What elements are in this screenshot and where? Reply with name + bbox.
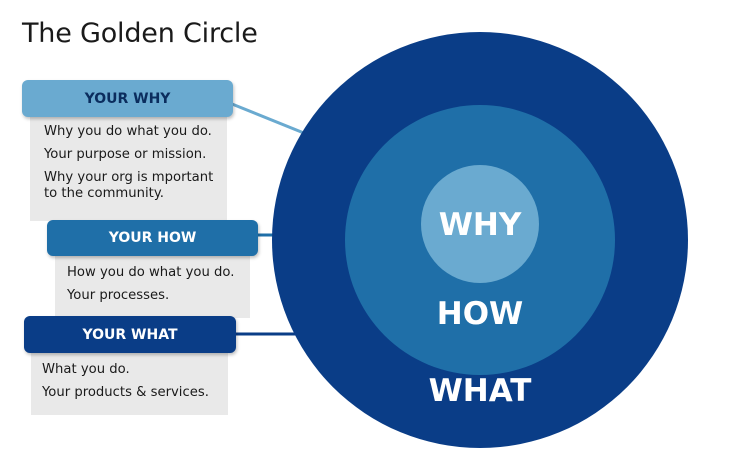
circle-why xyxy=(421,165,539,283)
what-details-list: What you do. Your products & services. xyxy=(42,362,218,401)
how-header: YOUR HOW xyxy=(47,220,258,256)
why-details-panel: Why you do what you do. Your purpose or … xyxy=(30,115,227,221)
what-header: YOUR WHAT xyxy=(24,316,236,353)
list-item: Your products & services. xyxy=(42,385,209,400)
circle-label-how: HOW xyxy=(437,296,524,332)
why-header: YOUR WHY xyxy=(22,80,233,117)
what-details-panel: What you do. Your products & services. xyxy=(31,352,228,415)
circle-label-what: WHAT xyxy=(429,373,532,409)
list-item: Your processes. xyxy=(67,288,170,303)
circle-label-why: WHY xyxy=(439,207,522,243)
list-item: Why your org is mportant to the communit… xyxy=(44,170,214,201)
how-details-panel: How you do what you do. Your processes. xyxy=(55,255,250,318)
page-title: The Golden Circle xyxy=(22,18,258,49)
list-item: How you do what you do. xyxy=(67,265,235,280)
list-item: Why you do what you do. xyxy=(44,124,212,139)
list-item: Your purpose or mission. xyxy=(44,147,207,162)
how-details-list: How you do what you do. Your processes. xyxy=(67,265,240,304)
list-item: What you do. xyxy=(42,362,130,377)
why-details-list: Why you do what you do. Your purpose or … xyxy=(44,124,217,202)
